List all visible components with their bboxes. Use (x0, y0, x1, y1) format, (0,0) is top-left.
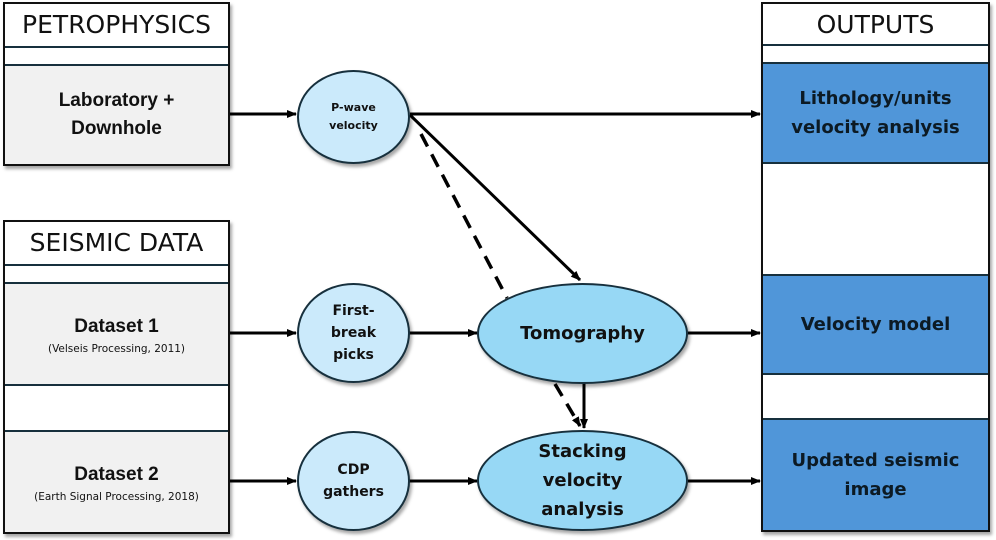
arrow-pwave-to-stacking-dashed (419, 133, 509, 299)
divider (5, 264, 228, 266)
divider (763, 373, 988, 375)
node-p-wave-velocity: P-wave velocity (297, 70, 410, 164)
node-tomography-label: Tomography (520, 323, 645, 344)
node-tomography: Tomography (477, 283, 688, 384)
source-label: Laboratory + Downhole (58, 90, 175, 139)
node-p-wave-velocity-label: P-wave velocity (329, 101, 378, 132)
node-first-break-picks: First-break picks (297, 283, 410, 383)
output-updated-seismic-image: Updated seismic image (763, 420, 988, 530)
node-stacking-velocity-analysis-label: Stacking velocity analysis (538, 441, 627, 520)
dataset-2-note: (Earth Signal Processing, 2018) (34, 491, 199, 503)
dataset-2-name: Dataset 2 (74, 464, 159, 485)
petrophysics-title: PETROPHYSICS (22, 10, 211, 39)
output-updated-seismic-image-label: Updated seismic image (791, 450, 960, 500)
node-cdp-gathers-label: CDP gathers (323, 462, 384, 500)
outputs-panel: OUTPUTS Lithology/units velocity analysi… (761, 2, 990, 532)
output-velocity-model: Velocity model (763, 276, 988, 373)
divider (763, 418, 988, 420)
divider (763, 62, 988, 64)
output-lithology-label: Lithology/units velocity analysis (791, 88, 960, 138)
dataset-1-note: (Velseis Processing, 2011) (47, 343, 186, 355)
divider (5, 64, 228, 66)
arrow-dashed-continuation (553, 383, 582, 427)
seismic-data-panel: SEISMIC DATA Dataset 1 (Velseis Processi… (3, 220, 230, 534)
divider (763, 274, 988, 276)
divider (5, 282, 228, 284)
petrophysics-panel: PETROPHYSICS Laboratory + Downhole (3, 2, 230, 166)
seismic-data-title: SEISMIC DATA (29, 228, 204, 257)
source-laboratory-downhole: Laboratory + Downhole (5, 66, 228, 164)
node-first-break-picks-label: First-break picks (330, 303, 377, 363)
divider (763, 44, 988, 46)
output-velocity-model-label: Velocity model (800, 314, 951, 335)
dataset-1: Dataset 1 (Velseis Processing, 2011) (5, 284, 228, 384)
divider (5, 46, 228, 48)
output-lithology: Lithology/units velocity analysis (763, 64, 988, 162)
arrow-pwave-to-tomography (408, 113, 582, 282)
divider (5, 430, 228, 432)
divider (763, 162, 988, 164)
dataset-2: Dataset 2 (Earth Signal Processing, 2018… (5, 432, 228, 532)
node-cdp-gathers: CDP gathers (297, 431, 410, 531)
node-stacking-velocity-analysis: Stacking velocity analysis (477, 430, 688, 531)
outputs-title: OUTPUTS (816, 10, 935, 39)
dataset-1-name: Dataset 1 (74, 316, 159, 337)
divider (5, 384, 228, 386)
